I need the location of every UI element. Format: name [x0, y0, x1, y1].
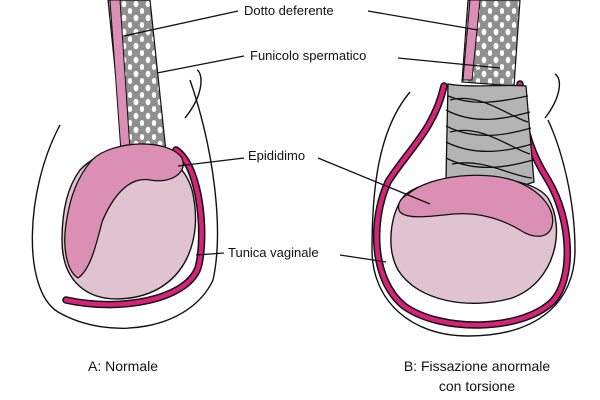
label-epididymis: Epididimo: [248, 148, 305, 163]
scrotum-outline-right: [184, 69, 202, 119]
twisted-cord: [445, 83, 535, 190]
label-spermatic-cord: Funicolo spermatico: [250, 48, 366, 63]
vas-deferens-b: [462, 0, 481, 81]
scrotum-outline-left: [31, 79, 219, 329]
leader-cord-b: [397, 57, 501, 69]
caption-b-line2: con torsione: [439, 378, 515, 394]
label-tunica-vaginalis: Tunica vaginale: [228, 245, 319, 260]
leader-epi-a: [177, 157, 245, 167]
leader-epi-b: [317, 157, 431, 205]
scrotum-outline-b-left: [371, 91, 576, 337]
leader-cord-a: [156, 55, 245, 74]
scrotum-outline-b-right: [544, 73, 561, 119]
leader-tunica-b: [339, 254, 387, 263]
leader-vas-b: [367, 10, 479, 31]
caption-b-line1: B: Fissazione anormale: [404, 358, 551, 374]
label-vas-deferens: Dotto deferente: [244, 3, 334, 18]
epididymis: [64, 143, 184, 279]
leader-tunica-a: [195, 252, 225, 256]
normal-testis-drawing: [31, 0, 219, 329]
epididymis-b: [397, 174, 554, 237]
leader-vas-a: [123, 10, 239, 37]
leader-lines: [123, 10, 501, 263]
torsion-testis-drawing: [371, 0, 576, 337]
caption-a: A: Normale: [88, 358, 158, 374]
